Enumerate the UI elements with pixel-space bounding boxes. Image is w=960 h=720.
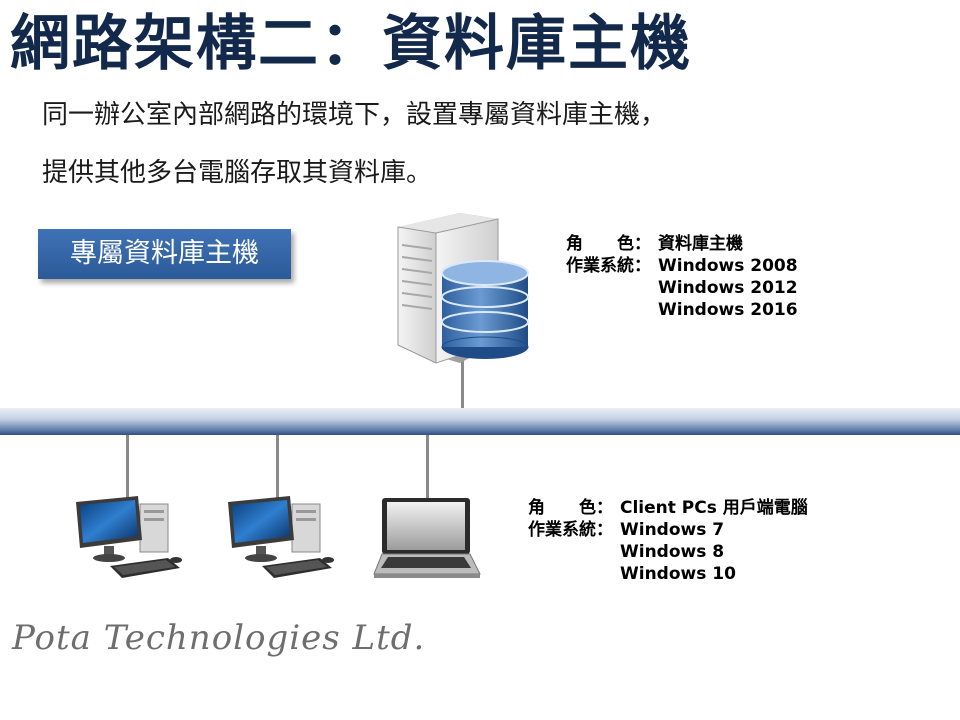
server-role-label: 角 色： [566, 234, 651, 254]
server-os-value-2: Windows 2012 [658, 278, 798, 298]
server-os-value-1: Windows 2008 [658, 256, 798, 276]
server-cable [461, 352, 464, 410]
server-role-value: 資料庫主機 [658, 234, 743, 254]
dedicated-db-server-badge: 專屬資料庫主機 [38, 229, 291, 279]
server-os-value-3: Windows 2016 [658, 300, 798, 320]
description-line-1: 同一辦公室內部網路的環境下，設置專屬資料庫主機， [42, 100, 667, 130]
client-os-value-3: Windows 10 [620, 564, 736, 584]
client-cable-1 [126, 434, 129, 502]
client-role-label: 角 色： [528, 498, 613, 518]
desktop-computer-icon [76, 496, 182, 578]
network-bus [0, 408, 960, 435]
page-title: 網路架構二：資料庫主機 [10, 9, 692, 79]
laptop-icon [373, 498, 481, 578]
client-os-value-2: Windows 8 [620, 542, 725, 562]
client-cable-2 [276, 434, 279, 502]
server-os-label: 作業系統： [566, 256, 651, 276]
client-info-panel: 角 色： Client PCs 用戶端電腦 作業系統： Windows 7 Wi… [528, 497, 808, 585]
client-os-label: 作業系統： [528, 520, 613, 540]
desktop-computer-icon [228, 496, 334, 578]
database-server-icon [397, 213, 529, 364]
client-cable-3 [426, 434, 429, 502]
client-role-value: Client PCs 用戶端電腦 [620, 498, 808, 518]
server-info-panel: 角 色： 資料庫主機 作業系統： Windows 2008 Windows 20… [566, 233, 798, 321]
company-logo-text: Pota Technologies Ltd. [12, 618, 426, 658]
client-os-value-1: Windows 7 [620, 520, 725, 540]
description-line-2: 提供其他多台電腦存取其資料庫。 [42, 158, 433, 188]
